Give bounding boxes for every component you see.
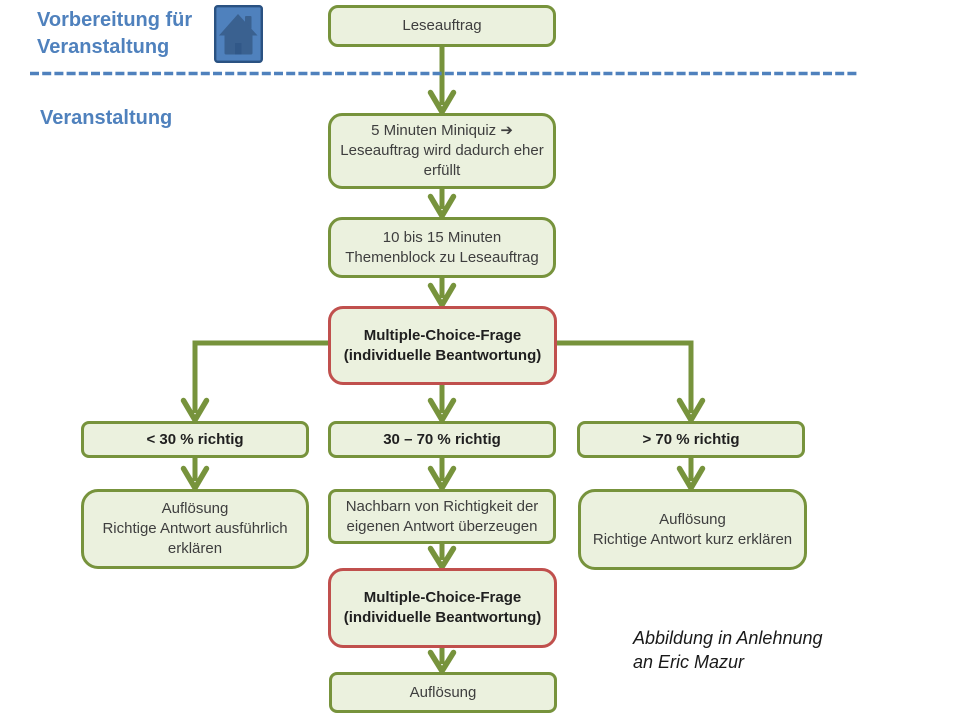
node-aufloesung-links: Auflösung Richtige Antwort ausführlich e… xyxy=(81,489,309,569)
page-title: Vorbereitung für Veranstaltung xyxy=(37,9,193,58)
node-mid3070: 30 – 70 % richtig xyxy=(328,421,556,458)
connector-mcq1-to-gt70 xyxy=(554,340,706,426)
connector-mcq1-to-lt30 xyxy=(180,340,330,426)
arrow-mid3070-to-nachbarn xyxy=(427,458,457,494)
arrow-mcq1-to-mid3070 xyxy=(427,385,457,426)
node-aufloesung-rechts: Auflösung Richtige Antwort kurz erklären xyxy=(578,489,807,570)
node-gt70: > 70 % richtig xyxy=(577,421,805,458)
node-miniquiz: 5 Minuten Miniquiz ➔ Leseauftrag wird da… xyxy=(328,113,556,189)
arrow-nachbarn-to-mcq2 xyxy=(427,544,457,573)
node-aufloesung: Auflösung xyxy=(329,672,557,713)
node-mcq-1: Multiple-Choice-Frage (individuelle Bean… xyxy=(328,306,557,385)
arrow-lt30-to-aufl-links xyxy=(180,458,210,494)
arrow-gt70-to-aufl-rechts xyxy=(676,458,706,494)
node-themenblock: 10 bis 15 Minuten Themenblock zu Leseauf… xyxy=(328,217,556,278)
node-nachbarn: Nachbarn von Richtigkeit der eigenen Ant… xyxy=(328,489,556,544)
home-icon[interactable] xyxy=(214,5,263,63)
section-label: Veranstaltung xyxy=(40,107,173,129)
node-leseauftrag: Leseauftrag xyxy=(328,5,556,47)
node-mcq-2: Multiple-Choice-Frage (individuelle Bean… xyxy=(328,568,557,648)
arrow-miniquiz-to-themenblock xyxy=(427,189,457,222)
node-lt30: < 30 % richtig xyxy=(81,421,309,458)
caption: Abbildung in Anlehnung an Eric Mazur xyxy=(633,628,823,672)
arrow-leseauftrag-to-miniquiz xyxy=(427,47,457,118)
arrow-themenblock-to-mcq1 xyxy=(427,278,457,311)
arrow-mcq2-to-aufloesung xyxy=(427,648,457,677)
